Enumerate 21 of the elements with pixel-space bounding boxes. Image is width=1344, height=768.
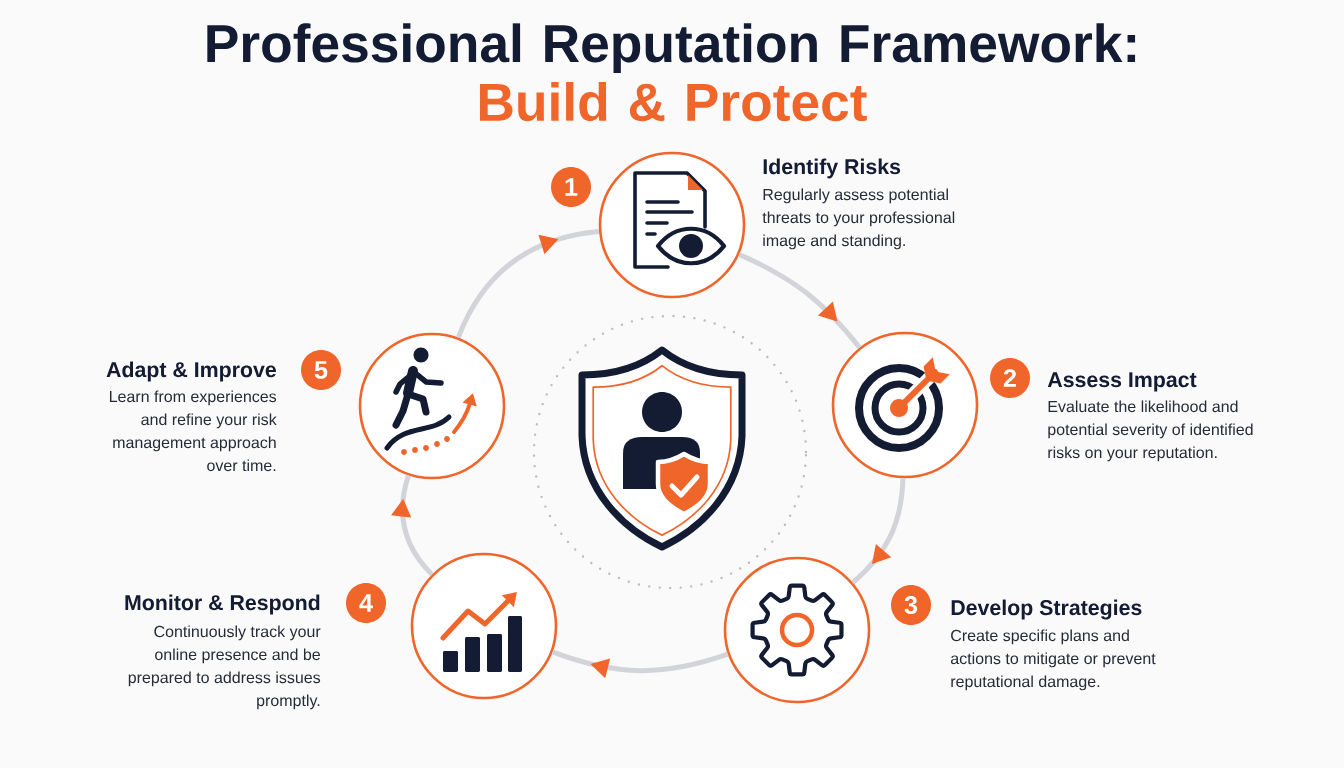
number-badge: 5	[301, 350, 341, 390]
step-description: Evaluate the likelihood and potential severity of identified risks on your reputation.	[1048, 400, 1253, 462]
step-description: Create specific plans and actions to mitigate or prevent reputational damage.	[950, 629, 1156, 691]
title: Professional Reputation Framework: Build & Protect	[207, 23, 1136, 122]
step-heading: Assess Impact	[1047, 372, 1197, 392]
step-description: Regularly assess potential threats to your professional image and standing.	[762, 188, 955, 250]
step-description: Continuously track your online presence and be prepared to address issues promptly.	[128, 625, 321, 710]
step-heading: Adapt & Improve	[106, 361, 276, 382]
arrow	[391, 474, 434, 577]
arrow	[851, 478, 906, 585]
step-description: Learn from experiences and refine your risk management approach over time.	[109, 390, 277, 472]
number-badge: 4	[346, 583, 386, 623]
number-badge: 1	[551, 167, 591, 207]
step-heading: Develop Strategies	[951, 599, 1142, 620]
arrow	[738, 252, 862, 350]
step-heading: Identify Risks	[763, 158, 901, 179]
arrow	[551, 649, 729, 679]
arrow	[455, 228, 600, 339]
number-badge: 3	[891, 585, 931, 625]
number-badge: 2	[990, 358, 1030, 398]
step-heading: Monitor & Respond	[125, 594, 320, 615]
